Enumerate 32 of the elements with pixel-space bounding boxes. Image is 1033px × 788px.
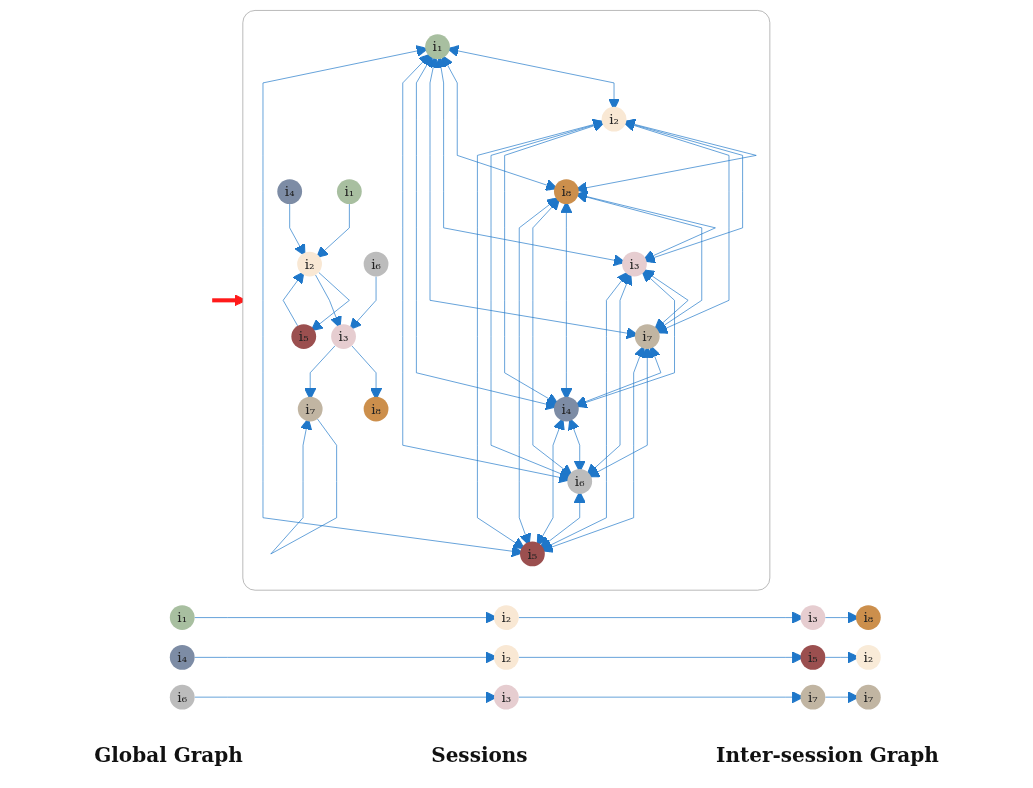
node-circle: i₇ bbox=[800, 684, 826, 710]
cluster bbox=[242, 10, 771, 591]
node-circle: i₆ bbox=[169, 684, 195, 710]
graph-caption: Sessions bbox=[431, 743, 528, 767]
node-circle: i₃ bbox=[493, 684, 519, 710]
node-circle: i₅ bbox=[520, 541, 545, 567]
node-circle: i₅ bbox=[291, 324, 317, 349]
node-circle: i₆ bbox=[363, 251, 389, 277]
node-circle: i₁ bbox=[336, 179, 362, 204]
node-circle: i₈ bbox=[553, 179, 579, 204]
node-circle: i₂ bbox=[493, 644, 519, 670]
node-circle: i₃ bbox=[331, 324, 356, 349]
node-circle: i₂ bbox=[493, 605, 519, 630]
node-circle: i₂ bbox=[297, 251, 322, 277]
graph-caption: Global Graph bbox=[94, 743, 243, 767]
node-circle: i₃ bbox=[800, 605, 826, 630]
graph-caption: Inter-session Graph bbox=[716, 743, 939, 767]
node-circle: i₁ bbox=[425, 34, 450, 60]
node-circle: i₃ bbox=[622, 251, 647, 277]
node-circle: i₄ bbox=[277, 179, 303, 204]
node-circle: i₈ bbox=[855, 605, 881, 630]
node-circle: i₂ bbox=[855, 644, 881, 670]
node-circle: i₂ bbox=[601, 106, 627, 132]
node-circle: i₄ bbox=[553, 396, 579, 422]
node-circle: i₈ bbox=[363, 396, 389, 422]
node-circle: i₅ bbox=[800, 644, 826, 670]
node-circle: i₁ bbox=[169, 605, 195, 630]
node-circle: i₇ bbox=[297, 396, 323, 422]
node-circle: i₄ bbox=[169, 644, 195, 670]
node-circle: i₆ bbox=[567, 469, 593, 494]
node-circle: i₇ bbox=[634, 324, 660, 349]
node-circle: i₇ bbox=[855, 684, 881, 710]
